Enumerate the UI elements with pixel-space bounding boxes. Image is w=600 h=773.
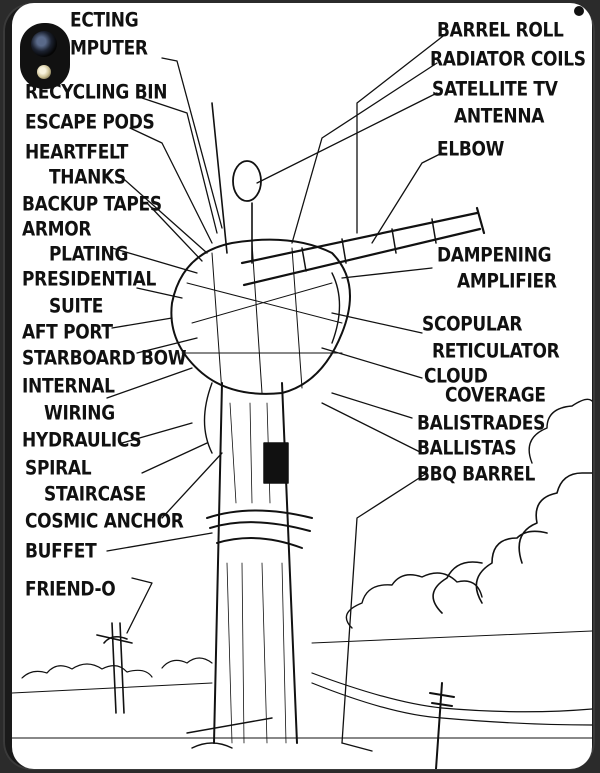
cloud-right	[433, 473, 592, 613]
satellite-dish	[233, 161, 261, 201]
label-reticulator: RETICULATOR	[432, 340, 559, 363]
cloud-low	[346, 573, 482, 628]
label-spiral: SPIRAL	[25, 457, 91, 480]
label-antenna: ANTENNA	[454, 105, 544, 128]
label-thanks: THANKS	[49, 166, 126, 189]
label-dampening: DAMPENING	[437, 244, 551, 267]
label-plating: PLATING	[49, 243, 128, 266]
label-staircase: STAIRCASE	[44, 483, 146, 506]
label-suite: SUITE	[49, 295, 103, 318]
label-coverage: COVERAGE	[445, 384, 546, 407]
label-computer: MPUTER	[70, 37, 148, 60]
label-bbq-barrel: BBQ BARREL	[417, 463, 535, 486]
tower-door	[264, 443, 288, 483]
label-heartfelt: HEARTFELT	[25, 141, 128, 164]
tablet-frame: ECTING MPUTER RECYCLING BIN ESCAPE PODS …	[3, 3, 595, 770]
cloud-mid	[162, 658, 212, 668]
label-internal: INTERNAL	[22, 375, 115, 398]
label-satellite-tv: SATELLITE TV	[432, 78, 558, 101]
machinery-detail	[182, 243, 342, 393]
label-cosmic-anchor: COSMIC ANCHOR	[25, 510, 184, 533]
label-backup-tapes: BACKUP TAPES	[22, 193, 162, 216]
label-balistrades: BALISTRADES	[417, 412, 545, 435]
label-amplifier: AMPLIFIER	[457, 270, 557, 293]
small-tower	[97, 623, 132, 713]
camera-lens-icon	[31, 31, 57, 57]
label-barrel-roll: BARREL ROLL	[437, 19, 564, 42]
label-buffet: BUFFET	[25, 540, 96, 563]
cloud-left	[22, 664, 152, 678]
power-lines	[312, 673, 592, 725]
label-wiring: WIRING	[44, 402, 115, 425]
power-pole	[430, 683, 454, 769]
camera-icon	[20, 23, 70, 89]
tower-body	[207, 383, 312, 743]
label-elbow: ELBOW	[437, 138, 504, 161]
label-ecting: ECTING	[70, 9, 138, 32]
antenna	[212, 103, 252, 263]
leader-lines-right	[257, 33, 447, 743]
label-presidential: PRESIDENTIAL	[22, 268, 156, 291]
label-starboard-bow: STARBOARD BOW	[22, 347, 186, 370]
label-hydraulics: HYDRAULICS	[22, 429, 141, 452]
label-ballistas: BALLISTAS	[417, 437, 516, 460]
label-escape-pods: ESCAPE PODS	[25, 111, 154, 134]
label-armor: ARMOR	[22, 218, 91, 241]
sketch-canvas[interactable]: ECTING MPUTER RECYCLING BIN ESCAPE PODS …	[12, 3, 592, 769]
label-radiator-coils: RADIATOR COILS	[430, 48, 586, 71]
camera-flash-icon	[37, 65, 51, 79]
microphone-icon	[574, 6, 584, 16]
label-friend-o: FRIEND-O	[25, 578, 115, 601]
horizon	[12, 631, 592, 693]
label-aft-port: AFT PORT	[22, 321, 113, 344]
label-scopular: SCOPULAR	[422, 313, 522, 336]
